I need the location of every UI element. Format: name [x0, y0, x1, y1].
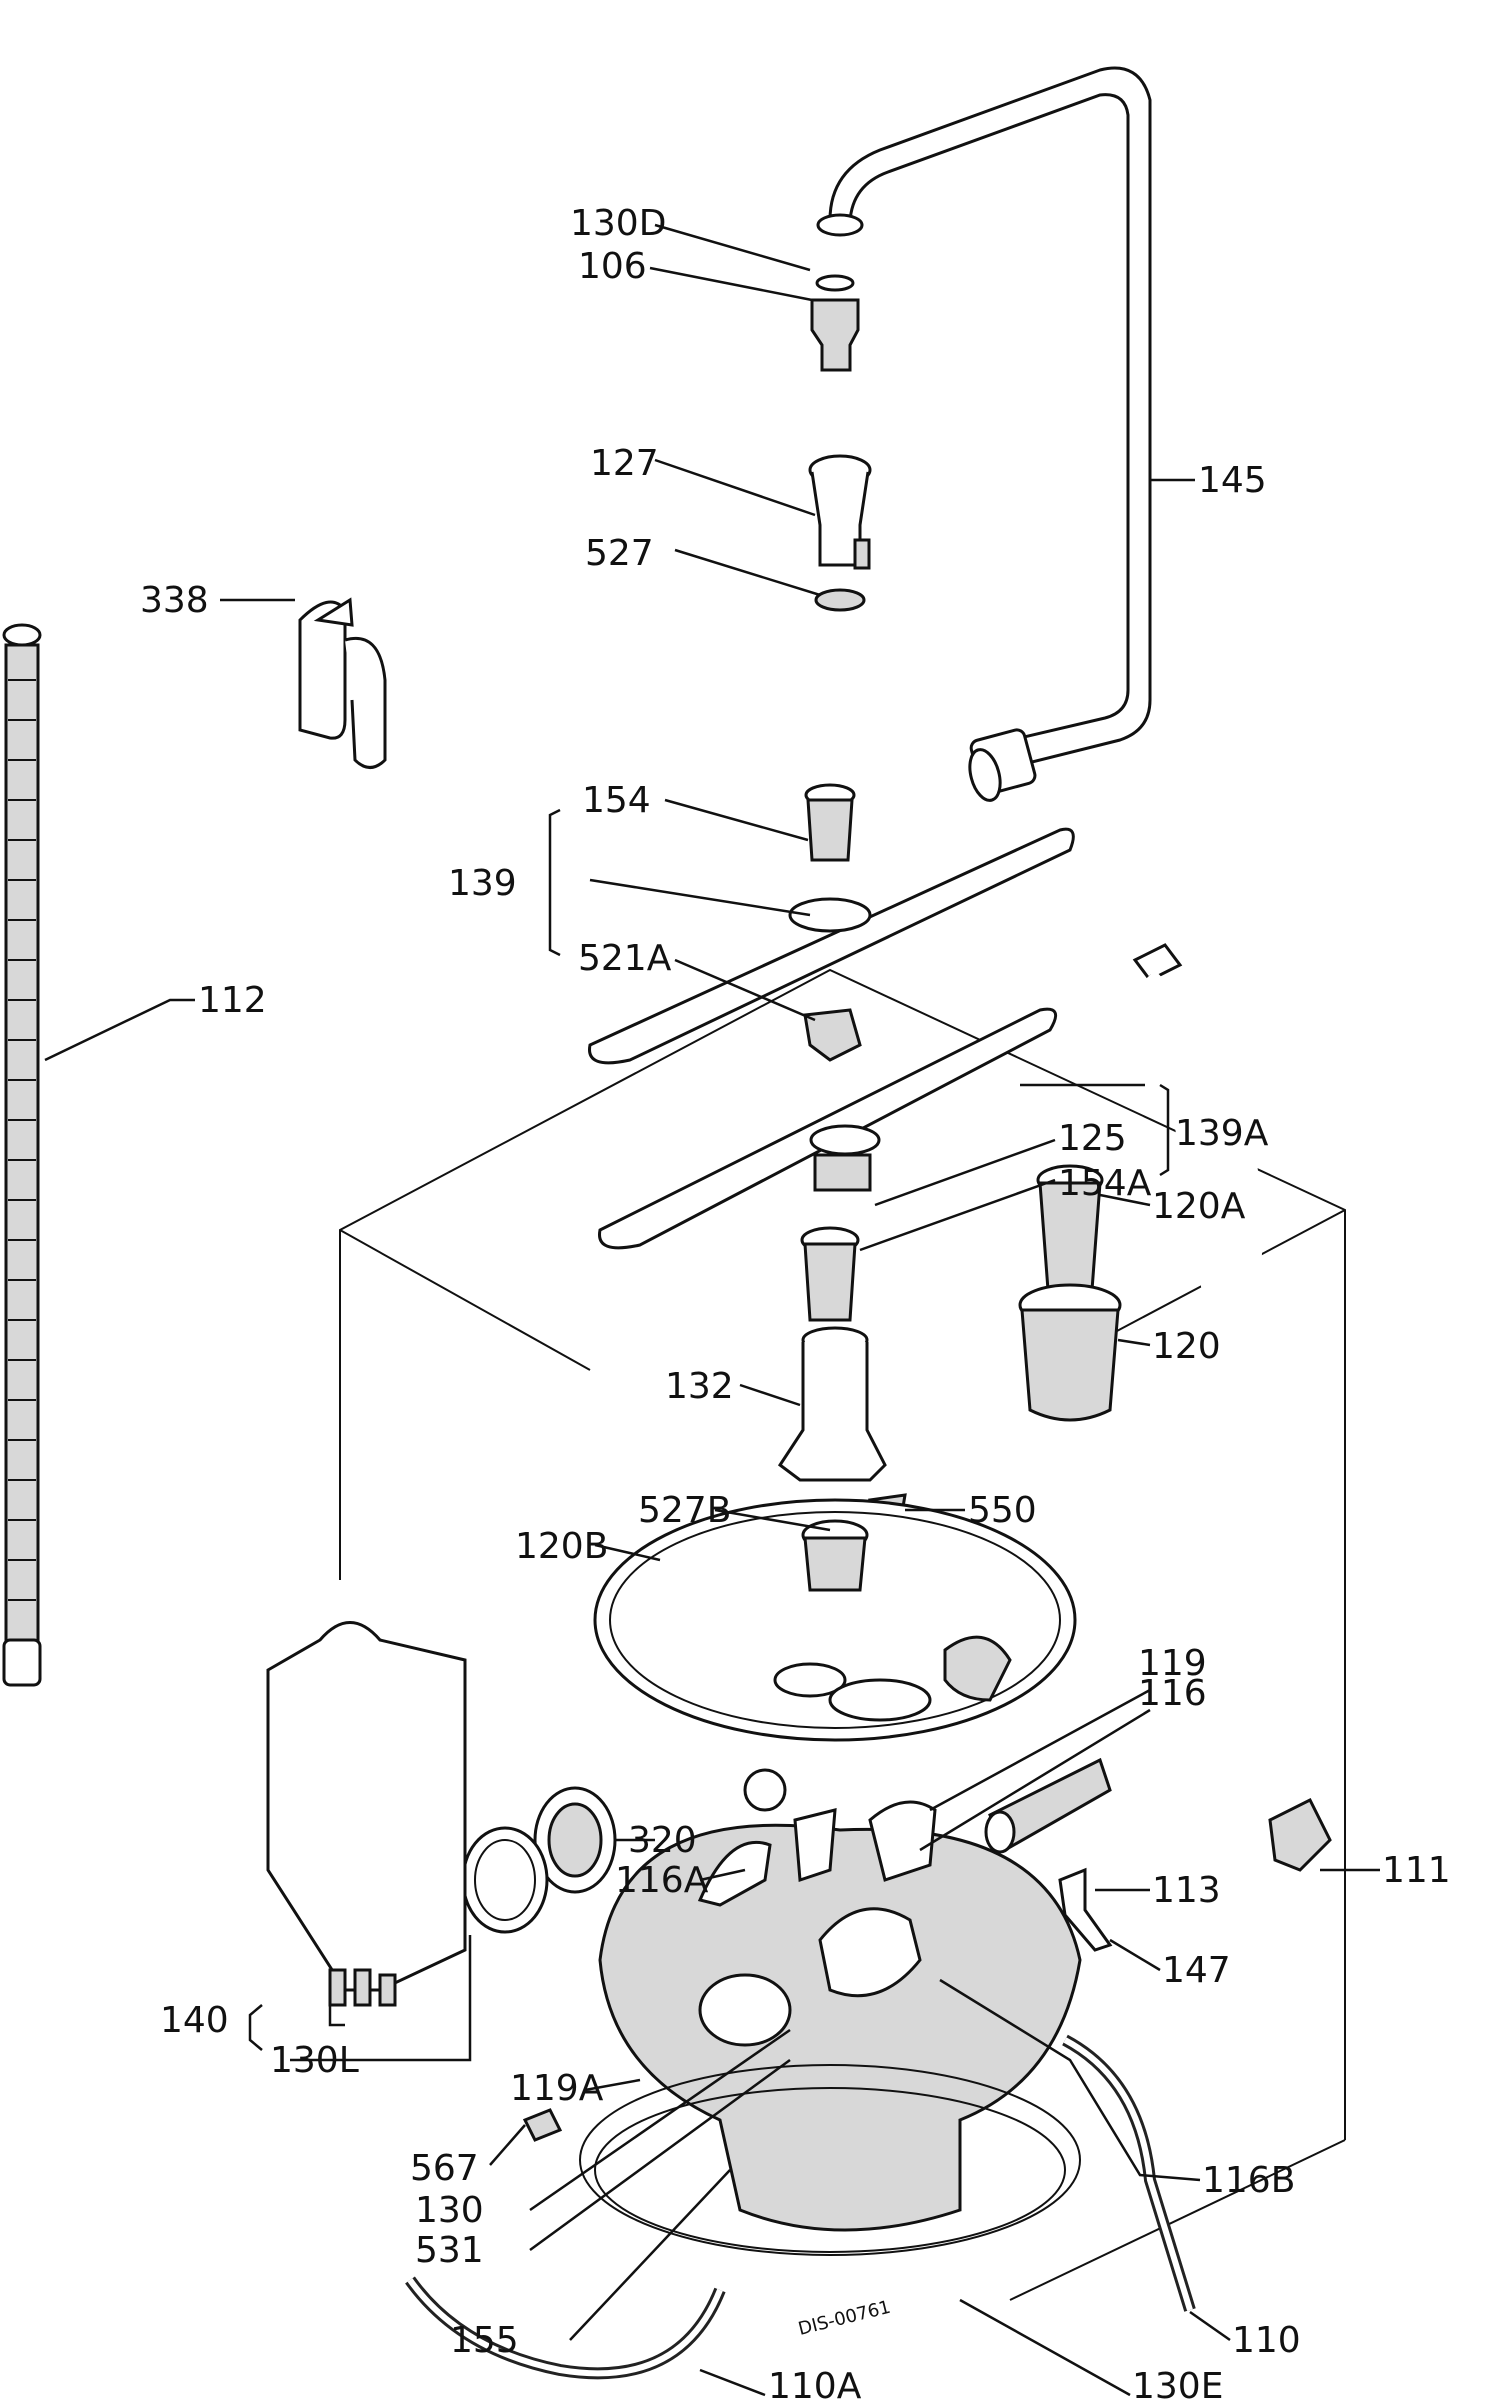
label-320: 320 [628, 1820, 697, 1861]
upper-spray-arm-139 [588, 783, 1075, 1065]
label-145: 145 [1198, 460, 1267, 501]
label-127: 127 [590, 443, 659, 484]
hub-nut-106 [810, 274, 860, 372]
label-110: 110 [1232, 2320, 1301, 2361]
corrugated-hose-112 [2, 623, 42, 1687]
filter-plate-120b [593, 1498, 1077, 1742]
label-154a: 154A [1058, 1163, 1152, 1204]
label-116: 116 [1138, 1673, 1207, 1714]
water-tank-140 [266, 1621, 467, 2007]
label-147: 147 [1162, 1950, 1231, 1991]
label-106: 106 [578, 246, 647, 287]
filter-120 [1018, 1283, 1122, 1422]
connector-127 [808, 454, 872, 612]
label-567: 567 [410, 2148, 479, 2189]
label-139a: 139A [1175, 1113, 1269, 1154]
label-112: 112 [198, 980, 267, 1021]
label-527b: 527B [638, 1490, 731, 1531]
part-567 [522, 2108, 563, 2142]
gasket-320 [461, 1786, 617, 1934]
label-154: 154 [582, 780, 651, 821]
label-116a: 116A [615, 1860, 709, 1901]
label-119a: 119A [510, 2068, 604, 2109]
label-338: 338 [140, 580, 209, 621]
supply-pipe-145 [816, 66, 1152, 802]
part-labels: 130D 106 127 527 145 338 112 154 139 521… [140, 203, 1451, 2400]
bracket-521a [803, 1008, 862, 1062]
clip-147 [1058, 1867, 1113, 1952]
lower-spray-arm-139a [598, 1007, 1058, 1250]
label-527: 527 [585, 533, 654, 574]
leader-lines [44, 223, 1380, 2397]
label-120: 120 [1152, 1326, 1221, 1367]
label-130l: 130L [270, 2040, 359, 2081]
label-139: 139 [448, 863, 517, 904]
label-119: 119 [1138, 1643, 1207, 1684]
label-130e: 130E [1132, 2366, 1223, 2400]
part-119 [743, 1768, 787, 1812]
drawing-code: DIS-00761 [796, 2297, 893, 2340]
label-110a: 110A [768, 2366, 862, 2400]
label-111: 111 [1382, 1850, 1451, 1891]
label-113: 113 [1152, 1870, 1221, 1911]
label-550: 550 [968, 1490, 1037, 1531]
part-116 [868, 1800, 937, 1882]
label-140: 140 [160, 2000, 229, 2041]
label-120b: 120B [515, 1526, 608, 1567]
part-116a [697, 1808, 837, 1907]
label-130: 130 [415, 2190, 484, 2231]
label-116b: 116B [1202, 2160, 1295, 2201]
hose-110a [405, 2276, 726, 2380]
sump-assembly [579, 1823, 1082, 2256]
label-120a: 120A [1152, 1186, 1246, 1227]
label-125: 125 [1058, 1118, 1127, 1159]
valve-113 [984, 1757, 1112, 1854]
label-130d: 130D [570, 203, 666, 244]
clip-338 [298, 597, 387, 769]
label-521a: 521A [578, 938, 672, 979]
label-531: 531 [415, 2230, 484, 2271]
label-132: 132 [665, 1366, 734, 1407]
label-155: 155 [450, 2320, 519, 2361]
drain-hose-110 [1062, 2034, 1196, 2312]
tube-132 [777, 1326, 887, 1482]
brace-140 [248, 2004, 263, 2051]
connector-154a [800, 1226, 860, 1322]
inlet-hose-111 [1132, 943, 1332, 1872]
